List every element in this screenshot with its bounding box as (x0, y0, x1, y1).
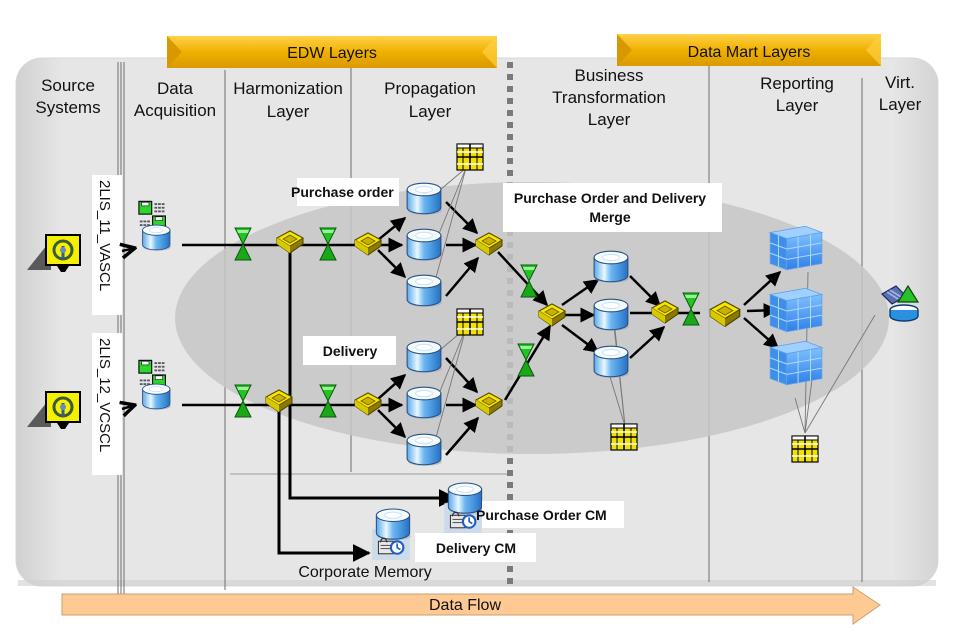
header-business-1: Business (575, 66, 644, 85)
query-icon[interactable] (456, 308, 484, 336)
svg-text:Delivery CM: Delivery CM (436, 540, 516, 556)
datasource-name: 2LIS_11_VASCL (96, 180, 113, 291)
datasource-label-1: 2LIS_11_VASCL (92, 175, 122, 315)
header-propagation-2: Layer (409, 102, 452, 121)
dso-icon[interactable] (406, 228, 443, 262)
dso-icon[interactable] (406, 340, 443, 374)
dso-icon[interactable] (406, 274, 443, 308)
data-flow-label: Data Flow (429, 597, 501, 614)
svg-text:Purchase Order CM: Purchase Order CM (476, 507, 607, 523)
header-harmonization-1: Harmonization (233, 79, 343, 98)
dso-icon[interactable] (593, 345, 630, 379)
query-icon[interactable] (610, 423, 638, 451)
header-data-acquisition-2: Acquisition (134, 101, 216, 120)
header-virt-1: Virt. (885, 73, 915, 92)
header-virt-2: Layer (879, 95, 922, 114)
header-business-2: Transformation (552, 88, 666, 107)
header-business-3: Layer (588, 110, 631, 129)
edw-layers-label: EDW Layers (287, 45, 377, 62)
header-propagation-1: Propagation (384, 79, 476, 98)
infocube-icon[interactable] (769, 287, 823, 333)
delivery-cm-label: Delivery CM (415, 533, 536, 562)
infocube-icon[interactable] (769, 225, 823, 271)
svg-text:Purchase Order and Delivery: Purchase Order and Delivery (514, 190, 706, 206)
column-headers: Source Systems Data Acquisition Harmoniz… (35, 66, 921, 129)
header-source-systems-1: Source (41, 76, 95, 95)
data-mart-layers-label: Data Mart Layers (688, 44, 811, 61)
flow-connectors (122, 201, 782, 562)
query-icon[interactable] (456, 143, 484, 171)
svg-text:Merge: Merge (589, 209, 630, 225)
query-icon[interactable] (791, 435, 819, 463)
corporate-memory-dso-icon[interactable] (372, 509, 410, 560)
merge-label: Purchase Order and Delivery Merge (503, 183, 722, 232)
purchase-order-cm-label: Purchase Order CM (476, 501, 624, 528)
dso-icon[interactable] (406, 433, 443, 467)
header-data-acquisition-1: Data (157, 79, 193, 98)
edw-layers-banner: EDW Layers (167, 36, 497, 68)
header-source-systems-2: Systems (35, 98, 100, 117)
data-mart-layers-banner: Data Mart Layers (617, 34, 881, 66)
data-flow-arrow: Data Flow (61, 586, 881, 625)
header-reporting-2: Layer (776, 96, 819, 115)
svg-text:Delivery: Delivery (323, 343, 378, 359)
datasource-label-2: 2LIS_12_VCSCL (92, 333, 122, 475)
dso-icon[interactable] (593, 298, 630, 332)
delivery-label: Delivery (303, 336, 396, 365)
dso-icon[interactable] (593, 250, 630, 284)
scope-ellipse (175, 182, 889, 454)
infocube-icon[interactable] (769, 340, 823, 386)
dso-icon[interactable] (406, 386, 443, 420)
svg-text:Purchase order: Purchase order (291, 184, 394, 200)
dso-icon[interactable] (406, 182, 443, 216)
purchase-order-label: Purchase order (291, 178, 399, 206)
header-harmonization-2: Layer (267, 102, 310, 121)
datasource-name: 2LIS_12_VCSCL (96, 338, 113, 452)
header-reporting-1: Reporting (760, 74, 834, 93)
corporate-memory-label: Corporate Memory (298, 564, 431, 581)
